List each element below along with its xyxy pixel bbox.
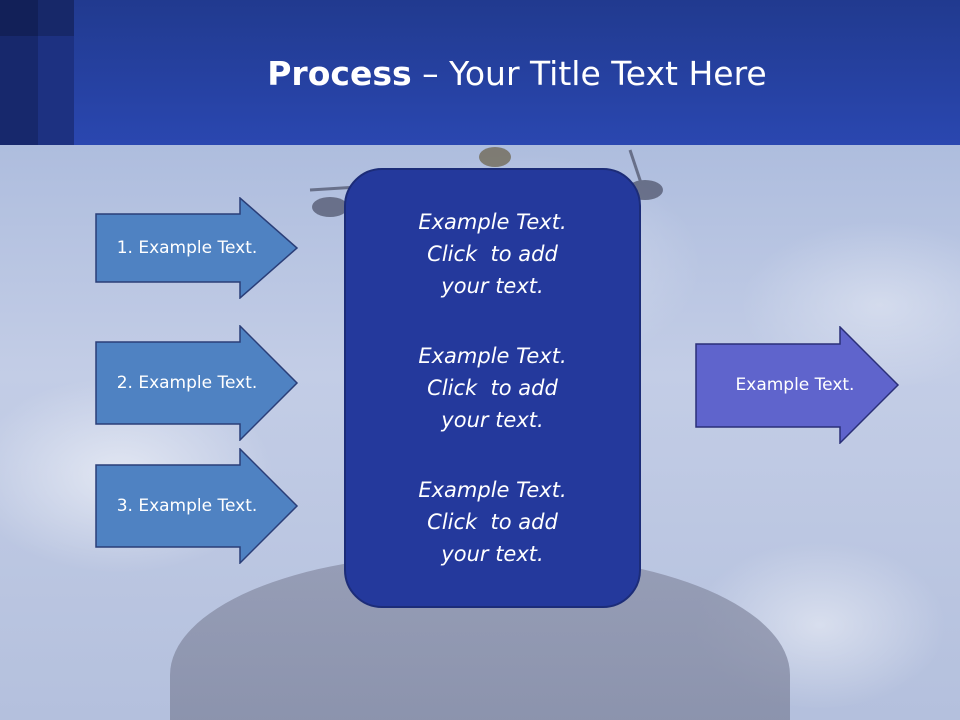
title-rest-text: – Your Title Text Here xyxy=(411,54,767,93)
title-bar: Process – Your Title Text Here xyxy=(0,0,960,145)
center-text-block-1: Example Text. Click to add your text. xyxy=(346,206,639,302)
block-1-line-1: Example Text. xyxy=(418,210,567,234)
process-step-arrow-1[interactable]: 1. Example Text. xyxy=(95,197,299,299)
step-1-label: 1. Example Text. xyxy=(116,238,258,258)
block-1-line-2: Click to add xyxy=(427,242,558,266)
block-2-line-1: Example Text. xyxy=(418,344,567,368)
header-accent-stripe xyxy=(38,0,74,145)
block-2-line-3: your text. xyxy=(441,408,544,432)
right-arrow-shape xyxy=(95,325,299,441)
right-arrow-shape xyxy=(695,326,900,444)
result-arrow[interactable]: Example Text. xyxy=(695,326,901,444)
process-step-arrow-2[interactable]: 2. Example Text. xyxy=(95,325,299,441)
center-text-block-3: Example Text. Click to add your text. xyxy=(346,474,639,570)
block-2-line-2: Click to add xyxy=(427,376,558,400)
block-3-line-1: Example Text. xyxy=(418,478,567,502)
center-text-block-2: Example Text. Click to add your text. xyxy=(346,340,639,436)
title-bold-text: Process xyxy=(267,54,412,93)
block-1-line-3: your text. xyxy=(441,274,544,298)
center-content-box[interactable]: Example Text. Click to add your text. Ex… xyxy=(344,168,641,608)
block-3-line-3: your text. xyxy=(441,542,544,566)
right-arrow-shape xyxy=(95,448,299,564)
right-arrow-shape xyxy=(95,197,299,299)
process-step-arrow-3[interactable]: 3. Example Text. xyxy=(95,448,299,564)
block-3-line-2: Click to add xyxy=(427,510,558,534)
header-accent-stripe xyxy=(0,0,38,145)
slide-title: Process – Your Title Text Here xyxy=(74,52,960,96)
result-label: Example Text. xyxy=(735,375,855,395)
step-2-label: 2. Example Text. xyxy=(116,373,258,393)
step-3-label: 3. Example Text. xyxy=(116,496,258,516)
